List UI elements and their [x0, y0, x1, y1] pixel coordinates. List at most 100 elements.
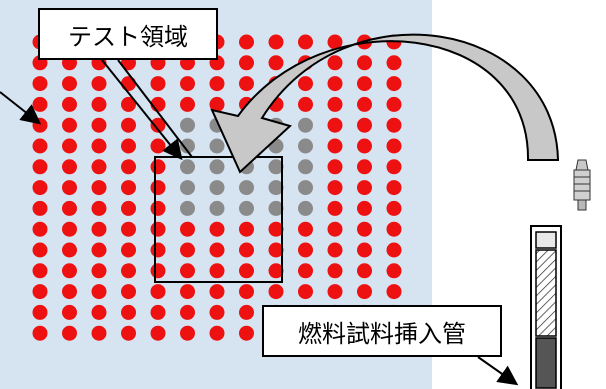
- fuel-pin: [121, 263, 136, 279]
- fuel-pin: [209, 221, 225, 237]
- fuel-pin: [327, 76, 343, 92]
- fuel-pin: [62, 221, 77, 237]
- fuel-pin: [239, 221, 254, 237]
- fuel-pin: [91, 76, 107, 92]
- fuel-pin: [32, 76, 48, 92]
- fuel-pin: [209, 263, 225, 279]
- fuel-pin: [386, 263, 402, 279]
- fuel-pin: [150, 180, 166, 196]
- fuel-pin: [121, 325, 136, 341]
- fuel-pin: [239, 284, 254, 300]
- test-region-leader-right: [117, 59, 193, 158]
- fuel-pin: [298, 221, 313, 237]
- test-pin: [268, 159, 284, 175]
- fuel-pin: [121, 138, 136, 154]
- test-pin: [209, 159, 225, 175]
- fuel-pin: [357, 159, 372, 175]
- test-pin: [298, 138, 313, 154]
- fuel-pin: [121, 159, 136, 175]
- fuel-pin: [180, 284, 195, 300]
- fuel-pin: [91, 180, 107, 196]
- test-pin: [298, 180, 313, 196]
- fuel-pin: [62, 242, 77, 258]
- fuel-pin: [121, 76, 136, 92]
- fuel-sample-tube-icon: [530, 225, 562, 389]
- fuel-pin: [62, 284, 77, 300]
- fuel-pin: [91, 304, 107, 320]
- fuel-pin: [32, 242, 48, 258]
- fuel-pin: [62, 180, 77, 196]
- test-pin: [209, 200, 225, 216]
- fuel-pin: [62, 304, 77, 320]
- test-pin: [209, 138, 225, 154]
- fuel-pin: [150, 242, 166, 258]
- fuel-pin: [239, 34, 254, 50]
- fuel-pin: [327, 221, 343, 237]
- fuel-pin: [357, 284, 372, 300]
- test-pin: [239, 180, 254, 196]
- fuel-pin: [298, 34, 313, 50]
- fuel-pin: [91, 117, 107, 133]
- fuel-pin: [386, 221, 402, 237]
- fuel-pin: [150, 138, 166, 154]
- fuel-pin: [209, 242, 225, 258]
- fuel-pin: [32, 159, 48, 175]
- fuel-pin: [91, 96, 107, 112]
- fuel-pin: [91, 138, 107, 154]
- fuel-pin: [62, 138, 77, 154]
- fuel-pin: [91, 325, 107, 341]
- fuel-pin: [91, 263, 107, 279]
- fuel-pin: [150, 159, 166, 175]
- fuel-pin: [239, 325, 254, 341]
- fuel-pin: [62, 325, 77, 341]
- fuel-pin: [386, 284, 402, 300]
- fuel-pin: [357, 263, 372, 279]
- fuel-pin: [91, 242, 107, 258]
- fuel-pin: [268, 284, 284, 300]
- fuel-pin: [386, 200, 402, 216]
- fuel-pin: [357, 221, 372, 237]
- fuel-pin: [357, 96, 372, 112]
- test-region-leader-left: [101, 59, 183, 161]
- fuel-pin: [268, 34, 284, 50]
- fuel-pin: [327, 242, 343, 258]
- fuel-pin: [180, 96, 195, 112]
- fuel-pin: [298, 284, 313, 300]
- fuel-pin: [327, 117, 343, 133]
- fuel-pin: [386, 55, 402, 71]
- fuel-pin: [32, 96, 48, 112]
- fuel-pin: [121, 96, 136, 112]
- fuel-pin: [327, 263, 343, 279]
- fuel-pin: [386, 242, 402, 258]
- fuel-pin: [32, 325, 48, 341]
- fuel-pin: [298, 263, 313, 279]
- test-pin: [239, 200, 254, 216]
- test-region-label: テスト領域: [38, 8, 218, 60]
- fuel-pin: [327, 180, 343, 196]
- fuel-pin: [327, 138, 343, 154]
- fuel-pin: [386, 96, 402, 112]
- fuel-pin: [150, 304, 166, 320]
- fuel-pin: [62, 200, 77, 216]
- fuel-pin: [91, 284, 107, 300]
- fuel-pin: [150, 221, 166, 237]
- fuel-pin: [239, 242, 254, 258]
- fuel-pin: [239, 55, 254, 71]
- fuel-pin: [239, 304, 254, 320]
- fuel-pin: [298, 76, 313, 92]
- fuel-tube-leader: [477, 356, 519, 386]
- fuel-pin: [180, 304, 195, 320]
- fuel-pin: [209, 304, 225, 320]
- fuel-pin: [62, 263, 77, 279]
- fuel-pin: [121, 284, 136, 300]
- fuel-pin: [121, 242, 136, 258]
- fuel-pin: [32, 221, 48, 237]
- fuel-pin: [209, 96, 225, 112]
- test-pin: [180, 117, 195, 133]
- fuel-pin: [268, 263, 284, 279]
- fuel-pin: [150, 76, 166, 92]
- fuel-pin: [386, 180, 402, 196]
- fuel-pin: [121, 221, 136, 237]
- test-pin: [209, 180, 225, 196]
